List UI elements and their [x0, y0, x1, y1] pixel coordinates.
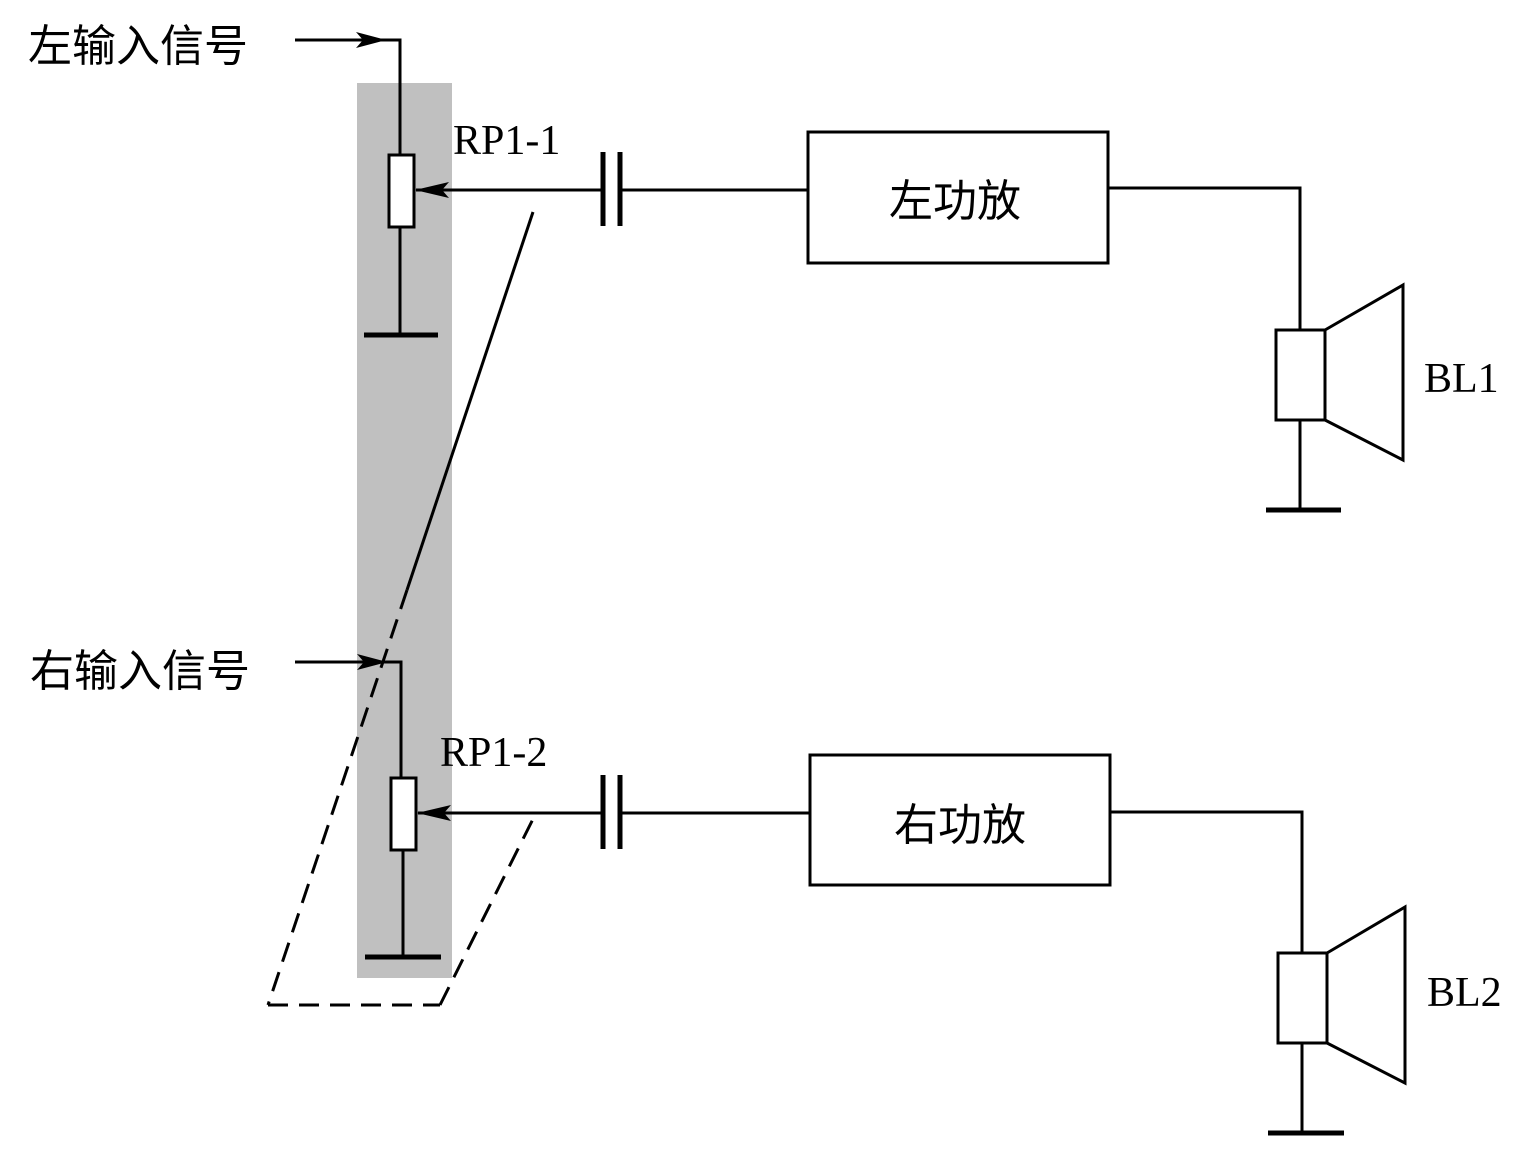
left-channel: 左输入信号 RP1-1 左功放 BL1 [28, 21, 1499, 513]
left-wiper-arrowhead [415, 182, 449, 198]
gang-linkage [266, 211, 537, 1007]
left-input-arrowhead [356, 32, 386, 48]
left-speaker-cone [1324, 282, 1405, 463]
left-speaker-label: BL1 [1424, 356, 1499, 402]
left-speaker-magnet [1274, 328, 1327, 422]
left-potentiometer-resistor [387, 153, 416, 229]
right-input-label: 右输入信号 [30, 646, 250, 697]
right-speaker-label: BL2 [1427, 970, 1502, 1016]
left-amp-to-speaker-wire [1108, 186, 1302, 330]
left-input-label: 左输入信号 [28, 21, 248, 72]
left-potentiometer-label: RP1-1 [453, 118, 560, 164]
left-amplifier-box [806, 130, 1110, 265]
right-input-wire [295, 660, 403, 778]
right-potentiometer-resistor [389, 776, 418, 852]
right-channel: 右输入信号 RP1-2 右功放 BL2 [30, 646, 1502, 1136]
left-amplifier-label: 左功放 [889, 176, 1021, 227]
gang-linkage-solid [405, 211, 535, 591]
left-input-wire [295, 38, 402, 155]
gang-linkage-dashed-diagonal [266, 589, 409, 1006]
gang-linkage-dashed-return [438, 814, 537, 1006]
right-speaker-magnet [1276, 951, 1329, 1045]
right-wiper-arrowhead [417, 805, 451, 821]
right-amplifier-label: 右功放 [894, 800, 1026, 851]
right-amplifier-box [808, 753, 1112, 887]
right-speaker-cone [1326, 904, 1407, 1086]
right-input-arrowhead [357, 654, 387, 670]
right-potentiometer-label: RP1-2 [440, 730, 547, 776]
right-amp-to-speaker-wire [1110, 810, 1304, 953]
